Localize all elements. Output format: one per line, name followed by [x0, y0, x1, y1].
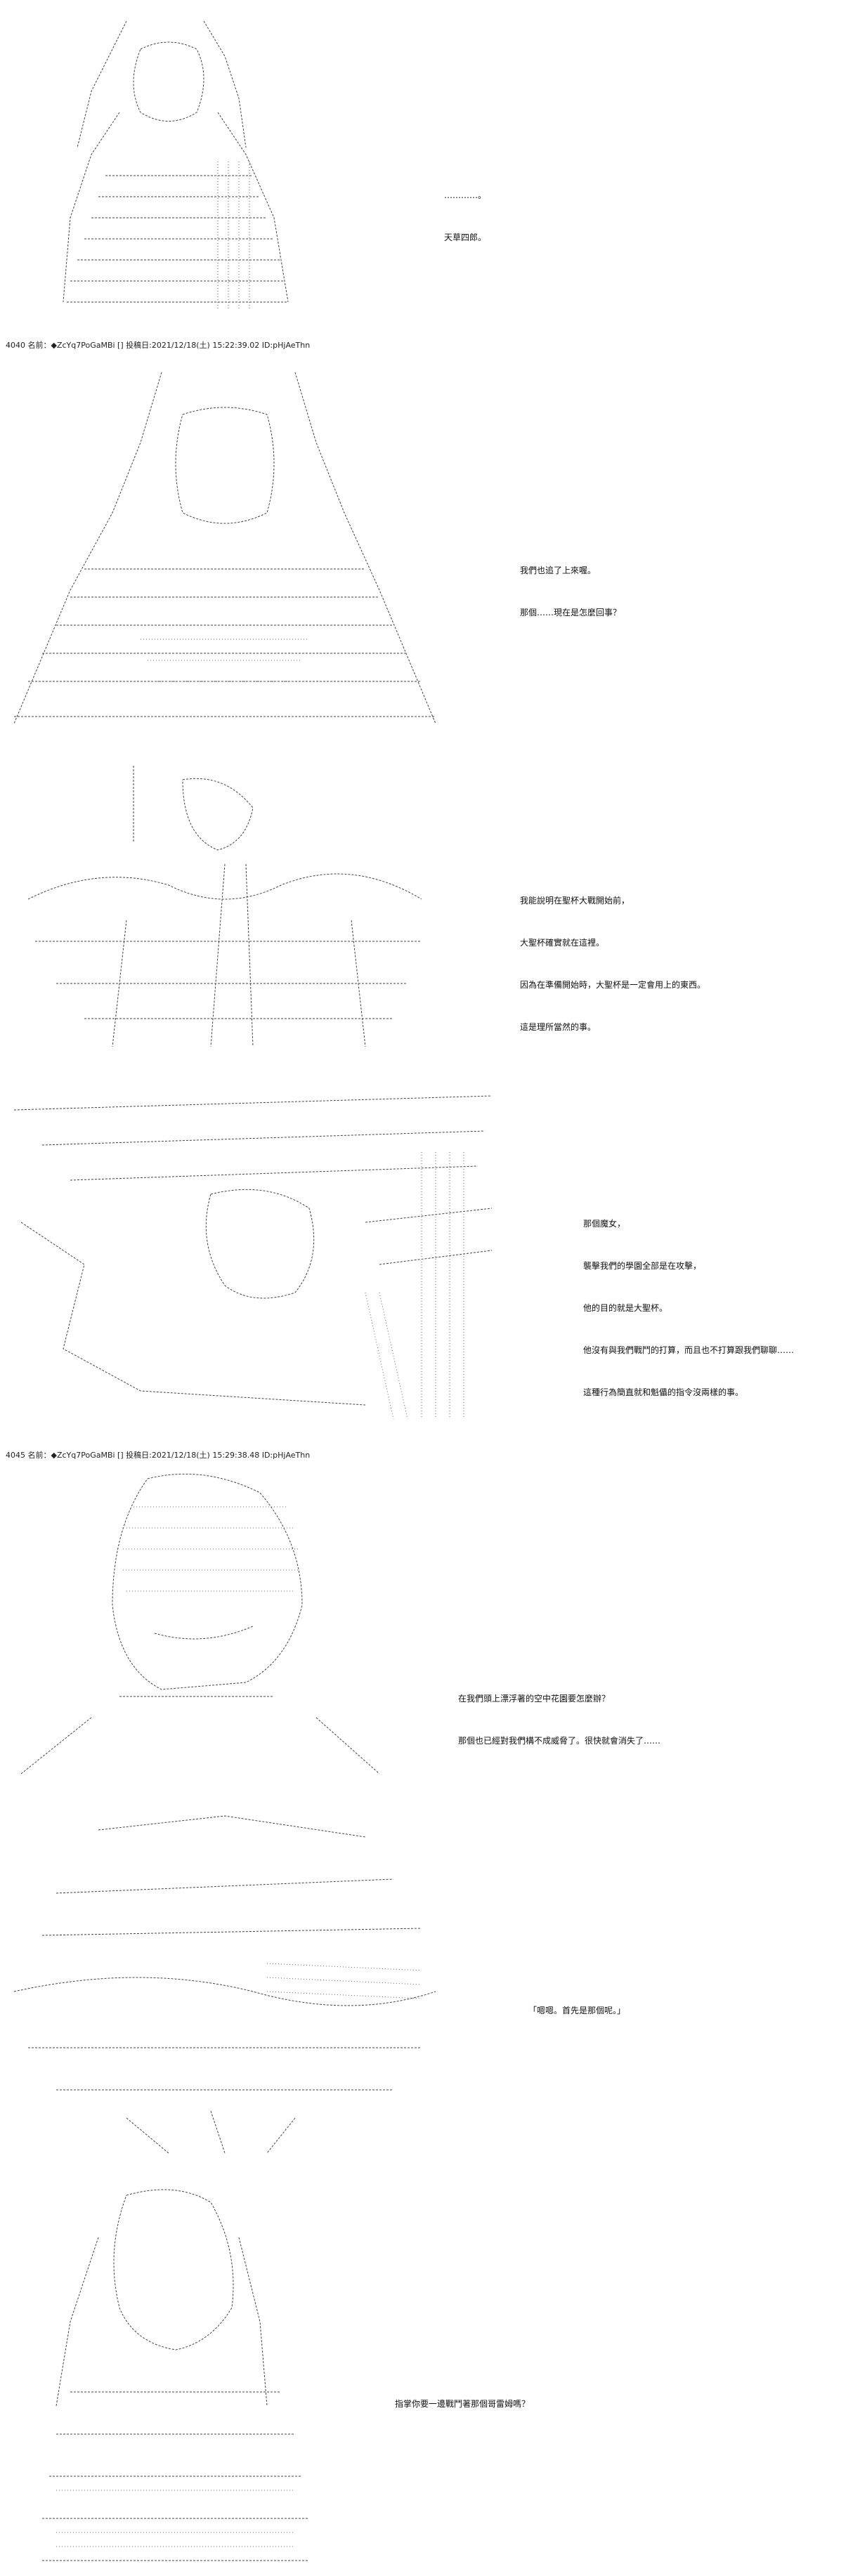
ascii-art-figure [0, 358, 450, 738]
dialogue-line: 指掌你要一邊戰鬥著那個哥雷姆嗎？ [395, 2399, 530, 2409]
ascii-art-drawing [20, 1473, 380, 1774]
dialogue-line: 天草四郎。 [444, 233, 487, 242]
ascii-art-drawing [42, 2189, 309, 2561]
ascii-art-figure [0, 1082, 506, 1433]
dialogue-line: 那個魔女， [583, 1219, 626, 1229]
dialogue-line: 這種行為簡直就和魁儡的指令沒兩樣的事。 [583, 1387, 744, 1397]
ascii-art-figure [7, 1465, 386, 1788]
ascii-art-drawing [13, 1815, 436, 2154]
panel-2: 我們也追了上來喔。 那個……現在是怎麼回事？ [0, 351, 853, 745]
ascii-art-drawing [13, 372, 436, 724]
dialogue-line: 「嗯嗯。首先是那個呢。」 [528, 2006, 626, 2015]
dialogue-line: 我能說明在聖杯大戰開始前， [520, 896, 630, 905]
panel-4: 那個魔女， 襲擊我們的學園全部是在攻擊， 他的目的就是大聖杯。 他沒有與我們戰鬥… [0, 1075, 853, 1447]
dialogue-block: 「嗯嗯。首先是那個呢。」 [528, 1982, 625, 2047]
post-header: 4045 名前：◆ZcYq7PoGaMBi [] 投稿日:2021/12/18(… [6, 1451, 311, 1460]
ascii-art-drawing [27, 766, 422, 1047]
dialogue-line: 那個也已經對我們構不成威脅了。很快就會消失了…… [458, 1736, 661, 1746]
ascii-art-figure [14, 759, 450, 1061]
panel-3: 我能說明在聖杯大戰開始前， 大聖杯確實就在這裡。 因為在準備開始時，大聖杯是一定… [0, 752, 853, 1068]
dialogue-line: 他沒有與我們戰鬥的打算，而且也不打算跟我們聊聊…… [583, 1345, 795, 1355]
dialogue-block: …………。 天草四郎。 [444, 167, 486, 274]
dialogue-line: …………。 [444, 190, 487, 200]
panel-1: …………。 天草四郎。 [0, 0, 853, 330]
dialogue-line: 我們也追了上來喔。 [520, 565, 597, 575]
dialogue-line: 襲擊我們的學園全部是在攻擊， [583, 1261, 702, 1271]
dialogue-block: 指掌你要一邊戰鬥著那個哥雷姆嗎？ [395, 2376, 530, 2440]
ascii-art-figure [28, 2181, 323, 2575]
dialogue-block: 在我們頭上漂浮著的空中花園要怎麼辦？ 那個也已經對我們構不成威脅了。很快就會消失… [458, 1671, 660, 1777]
dialogue-line: 在我們頭上漂浮著的空中花園要怎麼辦？ [458, 1694, 611, 1704]
panel-7: 指掌你要一邊戰鬥著那個哥雷姆嗎？ [0, 2174, 853, 2576]
dialogue-block: 我能說明在聖杯大戰開始前， 大聖杯確實就在這裡。 因為在準備開始時，大聖杯是一定… [520, 872, 705, 1064]
dialogue-block: 我們也追了上來喔。 那個……現在是怎麼回事？ [520, 542, 621, 649]
ascii-art-drawing [63, 20, 289, 309]
dialogue-block: 那個魔女， 襲擊我們的學園全部是在攻擊， 他的目的就是大聖杯。 他沒有與我們戰鬥… [583, 1196, 794, 1429]
dialogue-line: 他的目的就是大聖杯。 [583, 1303, 668, 1313]
panel-5: 在我們頭上漂浮著的空中花園要怎麼辦？ 那個也已經對我們構不成威脅了。很快就會消失… [0, 1465, 853, 1795]
ascii-art-figure [42, 7, 309, 323]
dialogue-line: 這是理所當然的事。 [520, 1022, 597, 1032]
panel-6: 「嗯嗯。首先是那個呢。」 [0, 1802, 853, 2167]
dialogue-line: 因為在準備開始時，大聖杯是一定會用上的東西。 [520, 980, 706, 990]
dialogue-line: 大聖杯確實就在這裡。 [520, 938, 605, 948]
dialogue-line: 那個……現在是怎麼回事？ [520, 608, 622, 617]
ascii-art-figure [0, 1809, 450, 2160]
post-header: 4040 名前：◆ZcYq7PoGaMBi [] 投稿日:2021/12/18(… [6, 341, 311, 350]
ascii-art-drawing [13, 1095, 493, 1420]
